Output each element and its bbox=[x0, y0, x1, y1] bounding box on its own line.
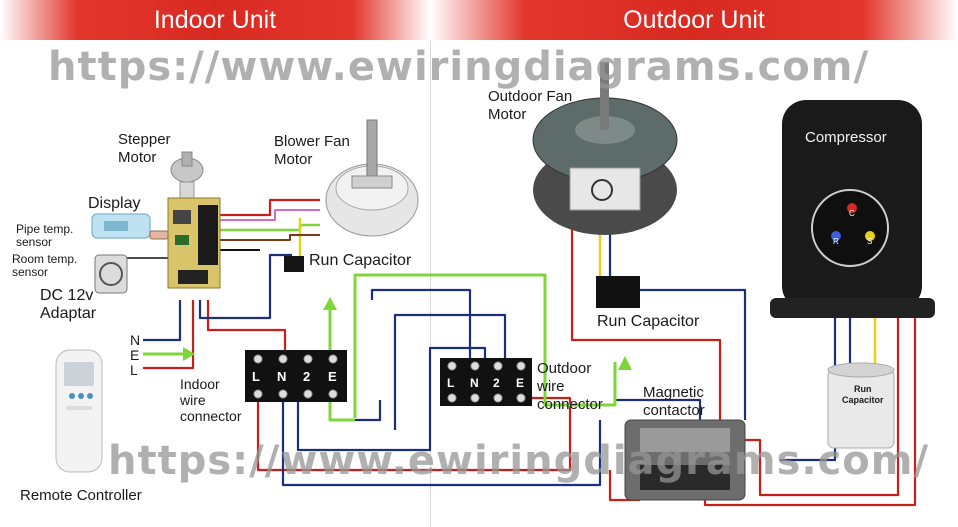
indoor-control-board bbox=[167, 197, 221, 289]
magnetic-contactor bbox=[624, 419, 746, 501]
wire-n-main bbox=[281, 360, 602, 487]
magnetic-contactor-label: Magnetic contactor bbox=[643, 384, 705, 420]
wire-cap-blue bbox=[198, 253, 292, 320]
comp-cap-line-2: Capacitor bbox=[842, 395, 884, 405]
indoor-wire-connector-label: Indoor wire connector bbox=[180, 376, 241, 424]
compressor-s-label: S bbox=[867, 237, 873, 246]
contactor-line-2: contactor bbox=[643, 402, 705, 419]
wire-e-indoor bbox=[328, 300, 355, 422]
wire-indoor-outdoor-1 bbox=[370, 288, 472, 362]
comp-cap-line-1: Run bbox=[854, 384, 872, 394]
outdoor-fan-line-1: Outdoor Fan bbox=[488, 88, 573, 105]
indoor-terminal-l: L bbox=[252, 369, 260, 384]
unit-divider bbox=[430, 40, 431, 527]
indoor-run-capacitor-label: Run Capacitor bbox=[309, 252, 412, 269]
outdoor-run-capacitor-label: Run Capacitor bbox=[597, 313, 700, 330]
stepper-motor-label: Stepper Motor bbox=[118, 131, 171, 167]
wire-outdoor-contactor bbox=[615, 398, 702, 420]
watermark-top: https://www.ewiringdiagrams.com/ bbox=[48, 44, 870, 90]
indoor-terminal-n: N bbox=[277, 369, 287, 384]
indoor-terminal-e: E bbox=[328, 369, 337, 384]
room-temp-line-1: Room temp. bbox=[12, 252, 78, 266]
wire-2-link bbox=[296, 346, 487, 452]
pipe-temp-line-1: Pipe temp. bbox=[16, 222, 74, 236]
outdoor-fan-motor bbox=[532, 62, 678, 235]
compressor-r-label: R bbox=[833, 237, 839, 246]
wire-indoor-red bbox=[206, 300, 287, 355]
wire-blower-brown bbox=[218, 234, 320, 241]
compressor-c-label: C bbox=[849, 209, 855, 218]
wire-blower-red bbox=[218, 198, 320, 217]
outdoor-wire-connector-label: Outdoor wire connector bbox=[537, 360, 603, 414]
compressor-terminal-c bbox=[847, 203, 857, 213]
indoor-terminal-2: 2 bbox=[303, 369, 311, 384]
wire-blower-green bbox=[218, 223, 320, 232]
wire-l-supply bbox=[143, 300, 195, 370]
outdoor-connector-line-1: Outdoor bbox=[537, 360, 592, 377]
outdoor-terminal-2: 2 bbox=[493, 376, 500, 390]
contactor-line-1: Magnetic bbox=[643, 384, 704, 401]
outdoor-run-capacitor bbox=[596, 276, 640, 308]
supply-l-label: L bbox=[130, 362, 138, 378]
wire-outfan-red bbox=[570, 155, 722, 430]
outdoor-terminal-block bbox=[440, 358, 532, 406]
wire-blower-pink bbox=[218, 209, 320, 221]
dc-adaptor bbox=[94, 254, 128, 294]
ground-arrow-outdoor bbox=[618, 356, 632, 370]
compressor bbox=[770, 100, 935, 318]
pipe-temp-probe bbox=[149, 230, 169, 240]
blower-fan-motor-line-1: Blower Fan bbox=[274, 133, 350, 150]
outdoor-terminal-n: N bbox=[470, 376, 479, 390]
indoor-connector-line-3: connector bbox=[180, 408, 242, 424]
dc-adaptor-line-1: DC 12v bbox=[40, 287, 94, 304]
remote-controller-label: Remote Controller bbox=[20, 487, 142, 504]
outdoor-unit-banner: Outdoor Unit bbox=[430, 0, 958, 40]
display-label: Display bbox=[88, 195, 141, 212]
outdoor-connector-line-2: wire bbox=[537, 378, 565, 395]
stepper-motor-line-1: Stepper bbox=[118, 131, 171, 148]
ground-arrow-indoor bbox=[323, 297, 337, 310]
compressor-capacitor-label: Run Capacitor bbox=[842, 384, 884, 406]
outdoor-unit-title: Outdoor Unit bbox=[623, 5, 765, 34]
wire-e-link bbox=[353, 273, 617, 418]
watermark-bottom: https://www.ewiringdiagrams.com/ bbox=[108, 438, 930, 484]
dc-adaptor-label: DC 12v Adaptar bbox=[40, 287, 96, 323]
supply-e-label: E bbox=[130, 347, 140, 363]
outdoor-terminal-l: L bbox=[447, 376, 455, 390]
dc-adaptor-line-2: Adaptar bbox=[40, 305, 97, 322]
remote-controller bbox=[55, 349, 103, 473]
display-panel bbox=[91, 213, 151, 239]
indoor-unit-title: Indoor Unit bbox=[153, 5, 277, 34]
blower-fan-motor-label: Blower Fan Motor bbox=[274, 133, 350, 169]
outdoor-fan-motor-label: Outdoor Fan Motor bbox=[488, 88, 572, 124]
compressor-label: Compressor bbox=[805, 129, 887, 146]
blower-fan-motor-line-2: Motor bbox=[274, 151, 313, 168]
wire-connector-bridge bbox=[355, 400, 382, 422]
indoor-connector-line-1: Indoor bbox=[180, 376, 220, 392]
compressor-terminal-s bbox=[865, 231, 875, 241]
wire-indoor-outdoor-2 bbox=[393, 313, 507, 430]
indoor-run-capacitor bbox=[284, 256, 304, 272]
wire-l-main bbox=[256, 358, 572, 472]
blower-fan-motor bbox=[325, 119, 419, 237]
wire-n-supply bbox=[143, 300, 182, 342]
compressor-run-capacitor bbox=[827, 362, 895, 449]
stepper-motor-line-2: Motor bbox=[118, 149, 157, 166]
ground-arrow-supply bbox=[183, 347, 195, 361]
room-temp-sensor-label: Room temp. sensor bbox=[12, 253, 77, 279]
compressor-terminal-r bbox=[831, 231, 841, 241]
supply-n-label: N bbox=[130, 332, 141, 348]
outdoor-terminal-e: E bbox=[516, 376, 525, 390]
outdoor-connector-line-3: connector bbox=[537, 396, 603, 413]
room-temp-line-2: sensor bbox=[12, 265, 49, 279]
indoor-terminal-block bbox=[245, 350, 347, 402]
ground-arrows bbox=[183, 297, 632, 370]
pipe-temp-line-2: sensor bbox=[16, 235, 53, 249]
indoor-unit-banner: Indoor Unit bbox=[0, 0, 430, 40]
pipe-temp-sensor-label: Pipe temp. sensor bbox=[16, 223, 73, 249]
indoor-connector-line-2: wire bbox=[180, 392, 206, 408]
outdoor-fan-line-2: Motor bbox=[488, 106, 527, 123]
stepper-motor bbox=[170, 151, 204, 199]
